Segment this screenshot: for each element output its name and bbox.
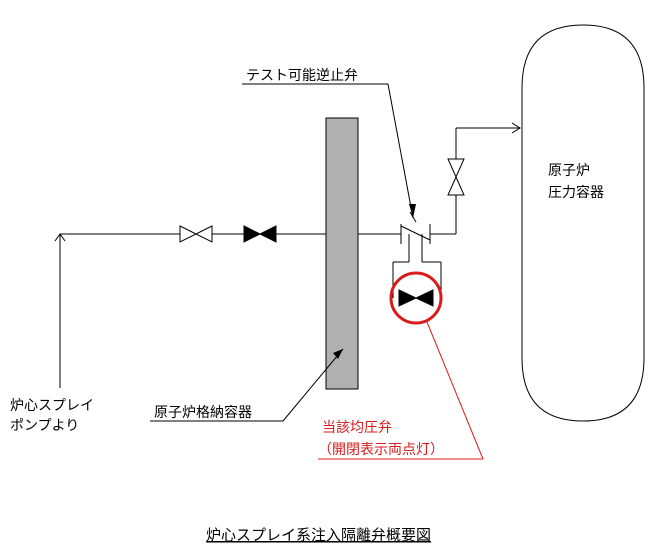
arrow-icon [333,349,343,359]
label-balance-valve-line2: （開閉表示両点灯） [318,442,444,458]
arrow-icon [54,233,66,242]
leader-line-containment [150,348,344,422]
label-test-check-valve: テスト可能逆止弁 [246,68,358,84]
leader-line-test-check-valve [242,83,414,219]
gate-valve-closed-icon [243,225,277,243]
main-pipe [59,127,520,388]
highlight-circle [389,271,443,325]
gate-valve-closed-icon [398,289,434,307]
gate-valve-open-icon [447,158,465,196]
label-pump-line2: ポンプより [10,418,79,434]
reactor-pressure-vessel [521,24,645,422]
arrow-icon [511,122,521,134]
containment-wall [325,117,359,390]
arrow-icon [409,204,416,218]
rpv-label-line2: 圧力容器 [548,184,604,201]
gate-valve-open-icon [179,225,213,243]
check-valve-icon [400,211,431,244]
bypass-line [392,234,442,298]
diagram-caption: 炉心スプレイ系注入隔離弁概要図 [206,526,431,544]
label-containment: 原子炉格納容器 [154,404,252,421]
leader-line-balance-valve [318,321,484,460]
label-pump-line1: 炉心スプレイ [10,398,94,414]
rpv-label-line1: 原子炉 [548,163,590,179]
label-balance-valve-line1: 当該均圧弁 [322,420,392,436]
